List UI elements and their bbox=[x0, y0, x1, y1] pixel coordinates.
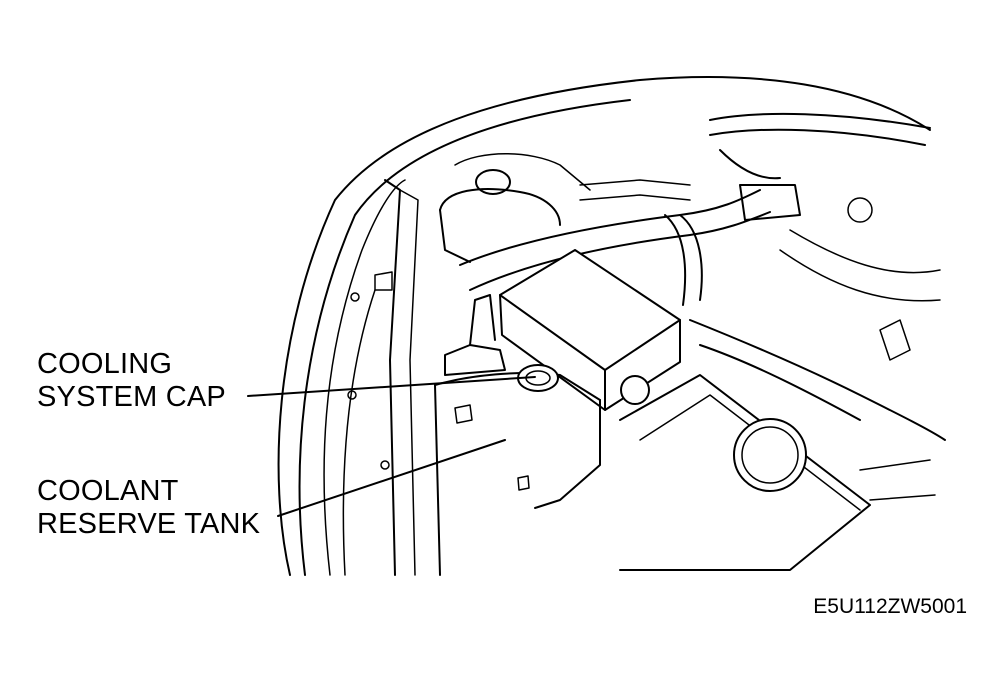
tank-leader-line bbox=[277, 439, 506, 517]
cooling-system-cap-label-line-2: SYSTEM CAP bbox=[37, 381, 226, 413]
upper-hoses bbox=[459, 112, 941, 306]
coolant-reserve-tank bbox=[434, 294, 601, 576]
cooling-system-cap-label-line-1: COOLING bbox=[37, 348, 173, 380]
reservoir-top-left bbox=[439, 153, 591, 263]
coolant-reserve-tank-label-line-2: RESERVE TANK bbox=[37, 508, 261, 540]
air-cleaner bbox=[619, 319, 946, 571]
coolant-reserve-tank-label-line-1: COOLANT bbox=[37, 475, 179, 507]
relay-box bbox=[499, 249, 681, 411]
cap-leader-line bbox=[247, 376, 536, 397]
coolant-reserve-tank-label: COOLANT RESERVE TANK bbox=[37, 475, 260, 541]
cooling-system-cap-label: COOLING SYSTEM CAP bbox=[37, 348, 226, 414]
figure-code: E5U112ZW5001 bbox=[813, 595, 967, 618]
